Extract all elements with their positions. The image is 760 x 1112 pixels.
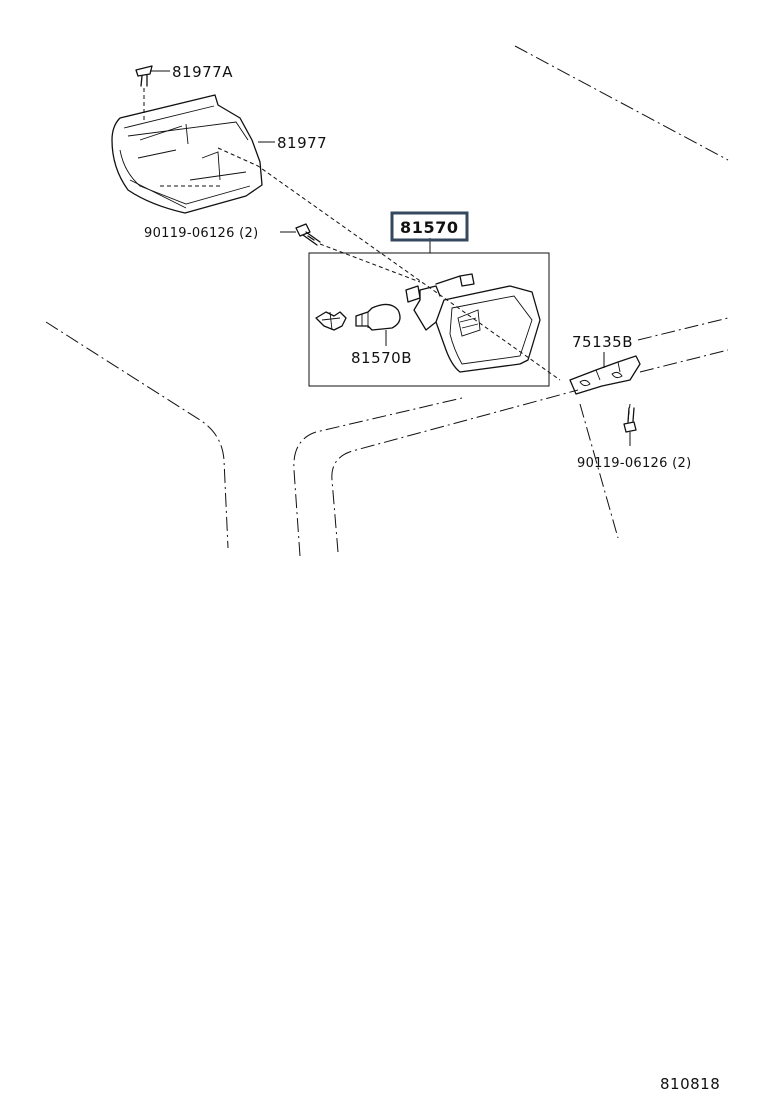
bracket-part-drawing bbox=[569, 352, 641, 395]
assembly-guide-lines bbox=[160, 147, 631, 421]
vehicle-body-outline bbox=[45, 45, 729, 557]
label-bolt-right[interactable]: 90119-06126 (2) bbox=[577, 456, 691, 471]
diagram-code: 810818 bbox=[660, 1075, 720, 1093]
left-bolt-drawing bbox=[295, 223, 321, 246]
lamp-assembly-group bbox=[308, 252, 550, 387]
leader-lines bbox=[150, 70, 431, 253]
label-bulb-81570B[interactable]: 81570B bbox=[351, 349, 412, 367]
label-bolt-left[interactable]: 90119-06126 (2) bbox=[144, 226, 258, 241]
right-bolt-drawing bbox=[623, 407, 637, 446]
clip-part-drawing bbox=[135, 65, 153, 120]
label-cover-81977[interactable]: 81977 bbox=[277, 134, 327, 152]
highlight-box bbox=[390, 211, 469, 242]
cover-part-drawing bbox=[111, 94, 263, 214]
label-bracket-75135B[interactable]: 75135B bbox=[572, 333, 633, 351]
label-lamp-assy-81570[interactable]: 81570 bbox=[400, 218, 459, 237]
label-clip-81977A[interactable]: 81977A bbox=[172, 63, 233, 81]
